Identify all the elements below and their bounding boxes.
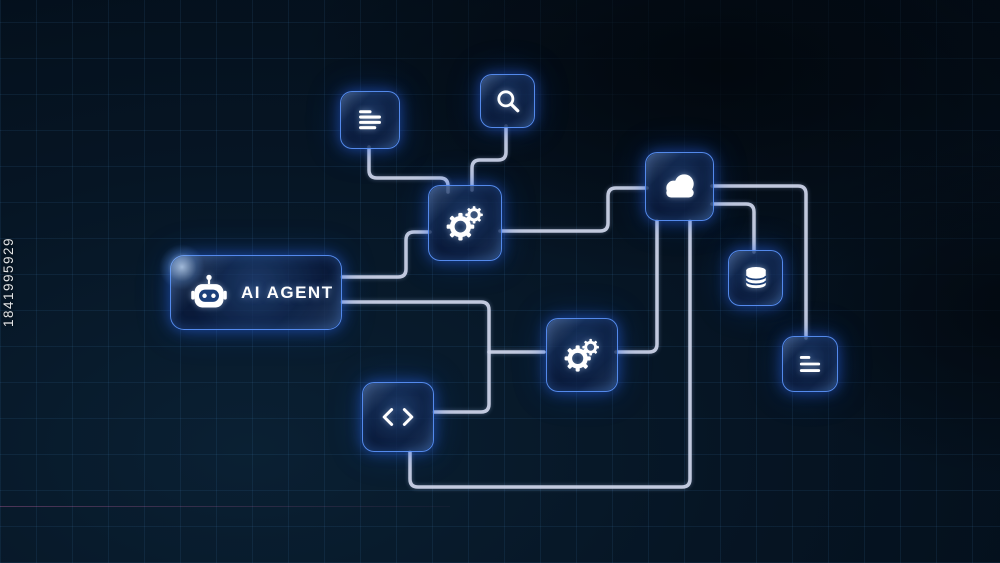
stock-id-watermark: 1841995929 [1, 236, 16, 327]
gears-icon [563, 337, 601, 374]
connector-gears-to-cloud [498, 186, 649, 233]
search-icon [496, 90, 519, 113]
connector-cloud-to-code-loop [408, 219, 692, 489]
list-node [782, 336, 838, 392]
gears-icon [445, 204, 485, 243]
ai-agent-node: AI AGENT [159, 244, 342, 330]
connector-cloud-to-list [710, 184, 808, 340]
cloud-node [645, 152, 714, 221]
document-node [340, 91, 400, 149]
connector-gears2-to-cloud [614, 219, 659, 354]
ai-agent-label: AI AGENT [241, 282, 334, 302]
code-node [362, 382, 434, 452]
connector-agent-to-code [340, 300, 491, 414]
database-icon [744, 266, 767, 289]
database-node [728, 250, 783, 306]
process-gears-node [428, 185, 502, 261]
list-lines-icon [799, 356, 821, 372]
connector-search-to-gears [470, 124, 508, 192]
cloud-icon [665, 173, 694, 198]
connector-agent-to-gears [340, 230, 432, 279]
connector-cloud-to-database [710, 202, 756, 254]
robot-icon [191, 274, 227, 307]
code-icon [382, 408, 414, 426]
automation-gears-node [546, 318, 618, 392]
document-lines-icon [359, 110, 381, 130]
search-node [480, 74, 535, 128]
watermark-scanline [0, 506, 450, 507]
connector-document-to-gears [367, 145, 450, 194]
